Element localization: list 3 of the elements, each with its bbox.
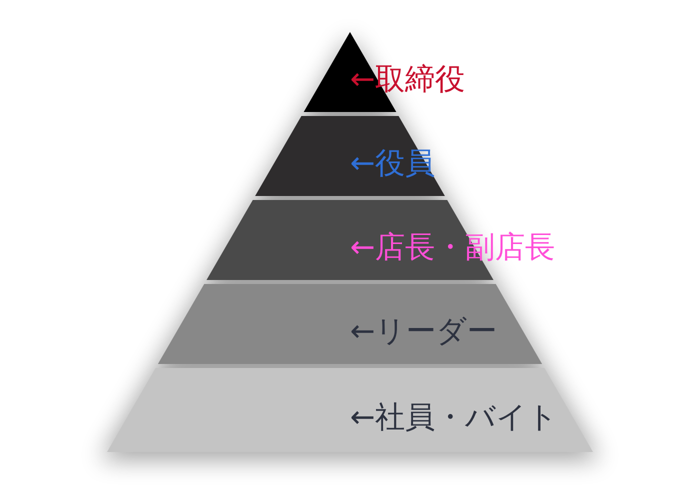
rank-label: ←取締役 bbox=[350, 62, 466, 98]
rank-label: ←リーダー bbox=[350, 314, 498, 350]
rank-label: ←社員・バイト bbox=[350, 400, 558, 436]
